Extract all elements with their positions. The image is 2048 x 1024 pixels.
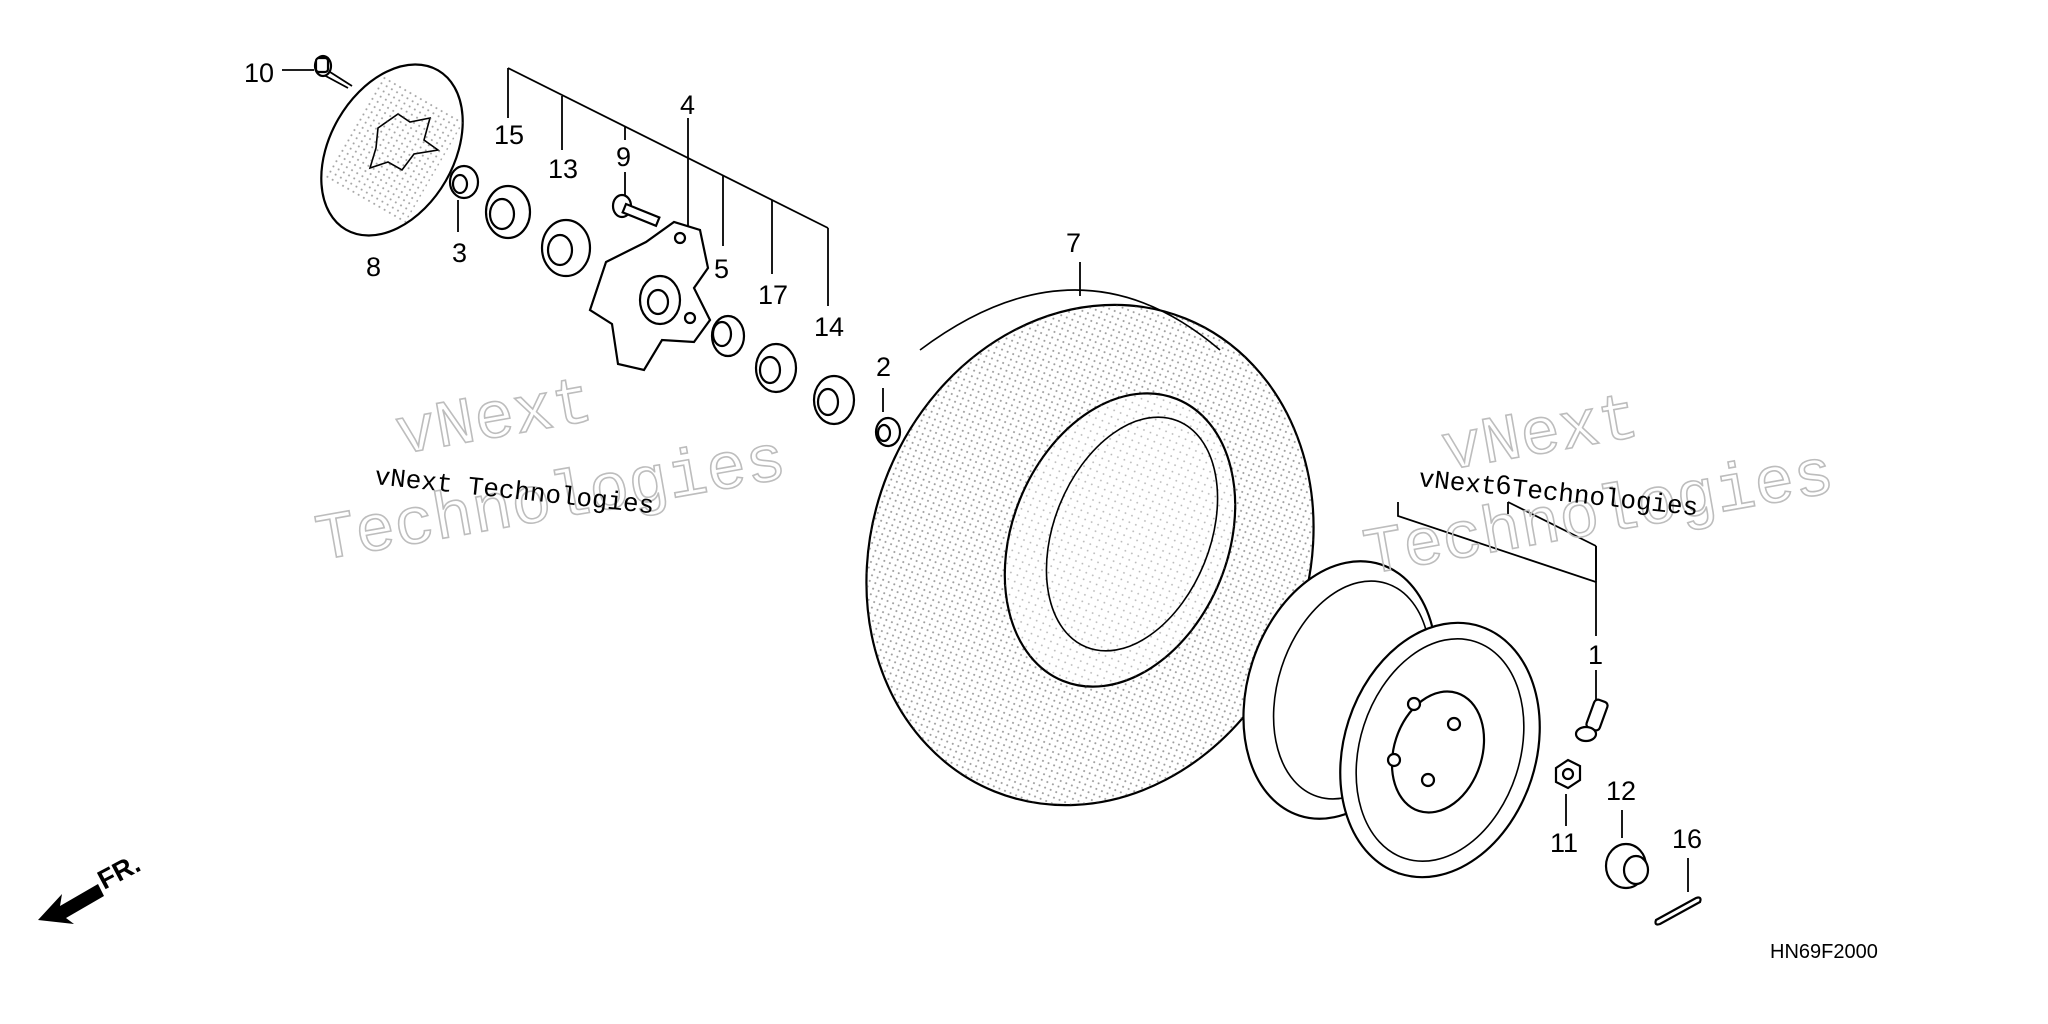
front-direction-arrow: FR. bbox=[38, 848, 145, 924]
part-cotter-pin-16 bbox=[1654, 896, 1702, 926]
watermark-big-1a: vNext bbox=[390, 365, 598, 473]
label-7: 7 bbox=[1066, 228, 1081, 258]
part-disc-8 bbox=[320, 63, 464, 237]
label-14: 14 bbox=[814, 312, 844, 342]
label-5: 5 bbox=[714, 254, 729, 284]
label-15: 15 bbox=[494, 120, 524, 150]
label-8: 8 bbox=[366, 252, 381, 282]
label-6: 6 bbox=[1496, 470, 1511, 500]
label-1: 1 bbox=[1588, 640, 1603, 670]
part-bearing-13 bbox=[540, 218, 592, 278]
label-12: 12 bbox=[1606, 776, 1636, 806]
leader-lines bbox=[282, 67, 1689, 892]
part-bearing-15 bbox=[484, 184, 532, 240]
direction-label: FR. bbox=[93, 848, 145, 895]
part-valve-1 bbox=[1574, 698, 1609, 743]
part-collar-3 bbox=[448, 164, 480, 200]
part-rim-6 bbox=[1242, 560, 1541, 879]
part-hub-4 bbox=[588, 220, 712, 372]
part-collar-5 bbox=[710, 314, 746, 358]
label-2: 2 bbox=[876, 352, 891, 382]
label-13: 13 bbox=[548, 154, 578, 184]
part-tire-7 bbox=[865, 289, 1315, 807]
part-bolt-10 bbox=[313, 54, 353, 87]
part-nut-11 bbox=[1554, 758, 1582, 790]
label-17: 17 bbox=[758, 280, 788, 310]
part-bolt-9 bbox=[611, 193, 661, 228]
label-3: 3 bbox=[452, 238, 467, 268]
figure-code: HN69F2000 bbox=[1770, 941, 1878, 963]
part-bearing-17 bbox=[754, 342, 798, 394]
label-16: 16 bbox=[1672, 824, 1702, 854]
label-11: 11 bbox=[1550, 828, 1578, 858]
part-castle-nut-12 bbox=[1604, 842, 1650, 890]
part-labels: 10 15 13 9 4 5 17 14 3 8 2 7 6 1 11 12 1… bbox=[244, 58, 1702, 858]
part-collar-2 bbox=[874, 416, 902, 448]
label-9: 9 bbox=[616, 142, 631, 172]
label-10: 10 bbox=[244, 58, 274, 88]
label-4: 4 bbox=[680, 90, 695, 120]
part-bearing-14 bbox=[812, 374, 856, 426]
